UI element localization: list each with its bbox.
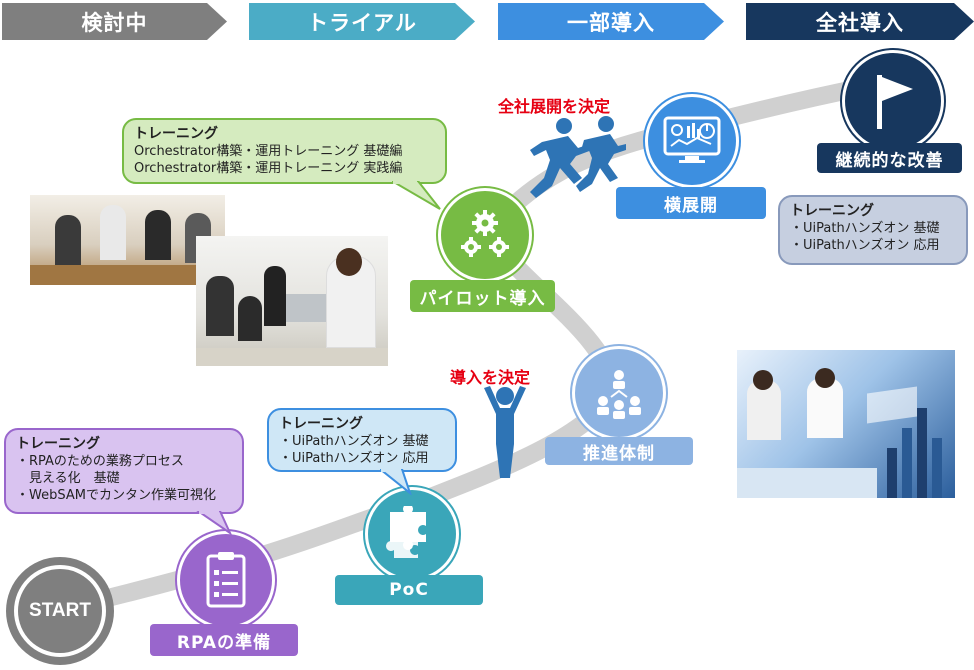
meeting-photo [30,195,225,285]
phase-company-wide: 全社導入 [746,3,974,40]
org-structure-icon [572,346,666,440]
training-line: ・UiPathハンズオン 基礎 [279,434,429,449]
training-callout-pilot: トレーニング Orchestrator構築・運用トレーニング 基礎編 Orche… [122,118,447,184]
business-data-photo [737,350,955,498]
training-line: 見える化 基礎 [16,471,120,486]
training-callout-rpa-prep: トレーニング ・RPAのための業務プロセス 見える化 基礎 ・WebSAMでカン… [4,428,244,514]
start-label: START [29,600,91,621]
training-callout-poc: トレーニング ・UiPathハンズオン 基礎 ・UiPathハンズオン 応用 [267,408,457,472]
callout-tail [196,511,233,535]
stage-rpa-prep: RPAの準備 [150,624,298,656]
callout-tail [392,181,441,210]
training-callout-company: トレーニング ・UiPathハンズオン 基礎 ・UiPathハンズオン 応用 [778,195,968,265]
checklist-icon [177,531,275,629]
decision-company-wide: 全社展開を決定 [498,97,611,116]
gears-icon [438,188,532,282]
training-title: トレーニング [790,203,874,219]
dashboard-monitor-icon [645,94,739,188]
runners-icon [530,116,626,198]
stage-poc: PoC [335,575,483,605]
training-line: Orchestrator構築・運用トレーニング 実践編 [134,161,403,176]
callout-tail [380,469,412,495]
person-raising-arms-icon [484,386,526,478]
stage-continuous-improvement: 継続的な改善 [817,143,962,173]
start-circle: START [6,557,114,665]
training-title: トレーニング [16,436,100,452]
decision-adopt: 導入を決定 [450,368,531,387]
training-line: ・WebSAMでカンタン作業可視化 [16,488,216,503]
training-line: ・UiPathハンズオン 基礎 [790,221,940,236]
phase-partial-adoption: 一部導入 [498,3,724,40]
flag-icon [842,50,944,152]
training-line: ・UiPathハンズオン 応用 [790,238,940,253]
training-title: トレーニング [279,416,363,432]
phase-considering: 検討中 [2,3,227,40]
phase-trial: トライアル [249,3,475,40]
training-line: Orchestrator構築・運用トレーニング 基礎編 [134,144,403,159]
training-line: ・UiPathハンズオン 応用 [279,451,429,466]
training-title: トレーニング [134,126,218,142]
puzzle-icon [365,487,459,581]
stage-promotion: 推進体制 [545,437,693,465]
training-line: ・RPAのための業務プロセス [16,454,184,469]
stage-pilot: パイロット導入 [410,280,555,312]
presentation-photo [196,236,388,366]
stage-rollout: 横展開 [616,187,766,219]
